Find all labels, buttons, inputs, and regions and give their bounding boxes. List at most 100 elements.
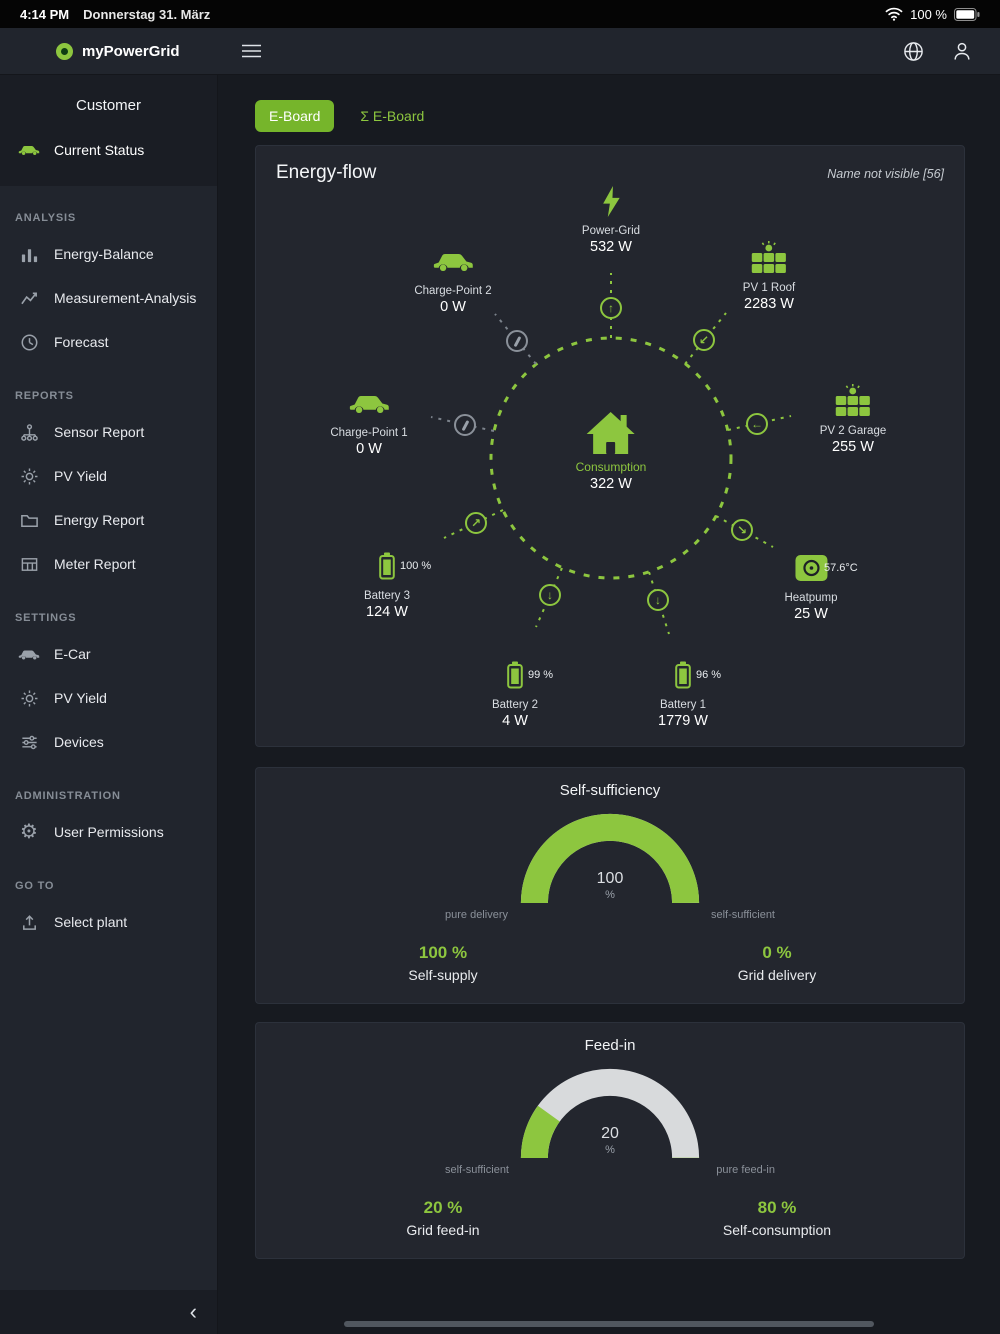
self-consumption-stat: 80 % Self-consumption <box>722 1198 832 1238</box>
tab-sum-e-board[interactable]: Σ E-Board <box>360 108 425 124</box>
chevron-left-icon: ‹ <box>189 1299 197 1324</box>
self-sufficiency-gauge: 100 % <box>520 813 700 904</box>
battery-icon <box>954 7 980 21</box>
lightning-icon <box>602 181 621 221</box>
brand: myPowerGrid <box>0 42 218 60</box>
sidebar-item-current-status[interactable]: Current Status <box>0 128 217 172</box>
flow-arrow-pv2: ← <box>746 413 768 435</box>
folder-icon <box>18 511 40 530</box>
horizontal-scrollbar[interactable] <box>344 1321 874 1327</box>
gauge-left-label: pure delivery <box>445 909 508 921</box>
sidebar-item-label: Select plant <box>54 914 128 930</box>
node-battery3[interactable]: 100 % Battery 3 124 W <box>364 546 431 620</box>
soc-badge: 96 % <box>695 669 722 681</box>
sliders-icon <box>18 733 40 752</box>
sidebar-item-label: Forecast <box>54 334 109 350</box>
sidebar-item-label: PV Yield <box>54 468 107 484</box>
card-title: Feed-in <box>584 1037 636 1054</box>
sidebar-item-energy-balance[interactable]: Energy-Balance <box>0 232 217 276</box>
customer-label: Customer <box>75 97 142 114</box>
status-bar: 4:14 PM Donnerstag 31. März 100 % <box>0 0 1000 28</box>
export-up-icon <box>18 913 40 932</box>
clock-icon <box>18 333 40 352</box>
section-title-go-to: GO TO <box>15 880 55 892</box>
sensor-network-icon <box>18 423 40 442</box>
eco-car-icon <box>18 143 40 157</box>
flow-arrow-pv1: ↙ <box>693 329 715 351</box>
node-power-grid[interactable]: Power-Grid 532 W <box>582 181 640 255</box>
sidebar-item-select-plant[interactable]: Select plant <box>0 900 217 944</box>
self-sufficiency-card: Self-sufficiency 100 % pure delivery sel… <box>255 767 965 1004</box>
node-charge-point1[interactable]: Charge-Point 1 0 W <box>330 383 408 457</box>
sidebar-item-label: Energy-Balance <box>54 246 154 262</box>
sidebar-item-label: PV Yield <box>54 690 107 706</box>
hamburger-icon <box>242 44 261 58</box>
node-consumption[interactable]: Consumption 322 W <box>576 408 646 492</box>
car-icon <box>18 648 40 661</box>
gauge-left-label: self-sufficient <box>445 1164 509 1176</box>
grid-feed-in-stat: 20 % Grid feed-in <box>406 1198 480 1238</box>
heatpump-icon: 57.6°C <box>794 548 858 588</box>
app-logo-icon <box>56 42 73 60</box>
flow-arrow-battery3: ↗ <box>465 512 487 534</box>
gauge-right-label: pure feed-in <box>716 1164 775 1176</box>
sidebar-item-meter-report[interactable]: Meter Report <box>0 542 217 586</box>
tab-e-board[interactable]: E-Board <box>255 100 335 132</box>
sidebar-item-label: Devices <box>54 734 104 750</box>
node-heatpump[interactable]: 57.6°C Heatpump 25 W <box>784 548 858 622</box>
flow-idle-charge-point1 <box>454 414 476 436</box>
app-header: myPowerGrid <box>0 28 1000 75</box>
section-title-reports: REPORTS <box>15 390 74 402</box>
sidebar-item-e-car[interactable]: E-Car <box>0 632 217 676</box>
sidebar-collapse-button[interactable]: ‹ <box>0 1290 217 1334</box>
gauge-end-labels: pure delivery self-sufficient <box>445 909 775 921</box>
gauge-value: 100 <box>596 870 624 887</box>
language-button[interactable] <box>897 35 930 68</box>
sidebar-item-label: Measurement-Analysis <box>54 290 197 306</box>
app-name: myPowerGrid <box>82 42 180 60</box>
sidebar-item-forecast[interactable]: Forecast <box>0 320 217 364</box>
node-battery1[interactable]: 96 % Battery 1 1779 W <box>658 655 721 729</box>
main-content: E-Board Σ E-Board Energy-flow Name not v… <box>218 75 1000 1334</box>
energy-flow-lines <box>430 273 792 635</box>
ev-car-icon <box>432 241 474 281</box>
gauge-unit: % <box>605 889 615 901</box>
sidebar-item-energy-report[interactable]: Energy Report <box>0 498 217 542</box>
globe-icon <box>903 41 924 62</box>
section-title-administration: ADMINISTRATION <box>15 790 121 802</box>
tab-bar: E-Board Σ E-Board <box>255 100 965 132</box>
sidebar-item-devices[interactable]: Devices <box>0 720 217 764</box>
sidebar-item-label: User Permissions <box>54 824 164 840</box>
gauge-end-labels: self-sufficient pure feed-in <box>445 1164 775 1176</box>
sidebar-item-label: E-Car <box>54 646 91 662</box>
gauge-value: 20 <box>601 1125 619 1142</box>
menu-button[interactable] <box>236 38 267 64</box>
soc-badge: 99 % <box>528 669 554 681</box>
house-icon <box>585 408 637 458</box>
sidebar-item-user-permissions[interactable]: ⚙ User Permissions <box>0 810 217 854</box>
solar-panel-icon <box>749 238 789 278</box>
card-title: Self-sufficiency <box>559 782 661 799</box>
line-chart-icon <box>18 289 40 308</box>
node-charge-point2[interactable]: Charge-Point 2 0 W <box>414 241 492 315</box>
sidebar: Customer Current Status ANALYSIS Energy-… <box>0 75 218 1334</box>
gear-icon: ⚙ <box>20 821 38 843</box>
sidebar-item-pv-yield-report[interactable]: PV Yield <box>0 454 217 498</box>
node-battery2[interactable]: 99 % Battery 2 4 W <box>492 655 553 729</box>
flow-arrow-battery1: ↓ <box>647 589 669 611</box>
flow-idle-charge-point2 <box>506 330 528 352</box>
user-icon <box>952 41 972 62</box>
account-button[interactable] <box>946 35 978 68</box>
plant-name: Name not visible [56] <box>827 167 944 181</box>
grid-delivery-stat: 0 % Grid delivery <box>737 943 817 983</box>
sun-icon <box>18 689 40 708</box>
node-pv2-garage[interactable]: PV 2 Garage 255 W <box>820 381 886 455</box>
node-pv1-roof[interactable]: PV 1 Roof 2283 W <box>743 238 795 312</box>
flow-arrow-power-grid: ↑ <box>600 297 622 319</box>
sidebar-item-pv-yield-settings[interactable]: PV Yield <box>0 676 217 720</box>
sidebar-item-sensor-report[interactable]: Sensor Report <box>0 410 217 454</box>
energy-flow-card: Energy-flow Name not visible [56] <box>255 145 965 747</box>
gauge-unit: % <box>605 1144 615 1156</box>
sidebar-item-measurement-analysis[interactable]: Measurement-Analysis <box>0 276 217 320</box>
table-icon <box>18 555 40 574</box>
